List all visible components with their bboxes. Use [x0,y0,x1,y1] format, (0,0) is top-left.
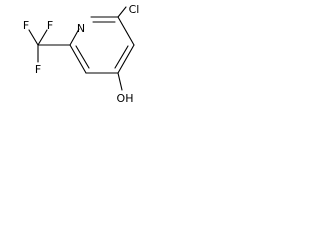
bond-c5-c6 [117,16,135,46]
bond-c4-c5-inner [114,45,129,69]
bond-n-c2 [69,28,80,46]
chemical-structure: N Cl OH F F F [23,3,140,105]
bond-c2-c3 [69,44,87,74]
bond-cf3-f-upper-right [37,29,48,46]
atom-fluorine-upper-right: F [47,19,53,32]
bond-c4-c5 [117,44,135,74]
atom-fluorine-lower: F [35,63,41,76]
bond-c6-cl [117,6,127,18]
atom-chlorine: Cl [129,3,140,16]
bond-cf3-f-upper-left [28,29,39,46]
pyridine-ring [69,16,135,74]
atom-nitrogen: N [77,22,85,35]
atom-hydroxyl: OH [117,92,134,105]
bond-c2-c3-inner [75,45,90,69]
atom-fluorine-upper-left: F [23,19,29,32]
bond-c4-oh [117,72,123,91]
